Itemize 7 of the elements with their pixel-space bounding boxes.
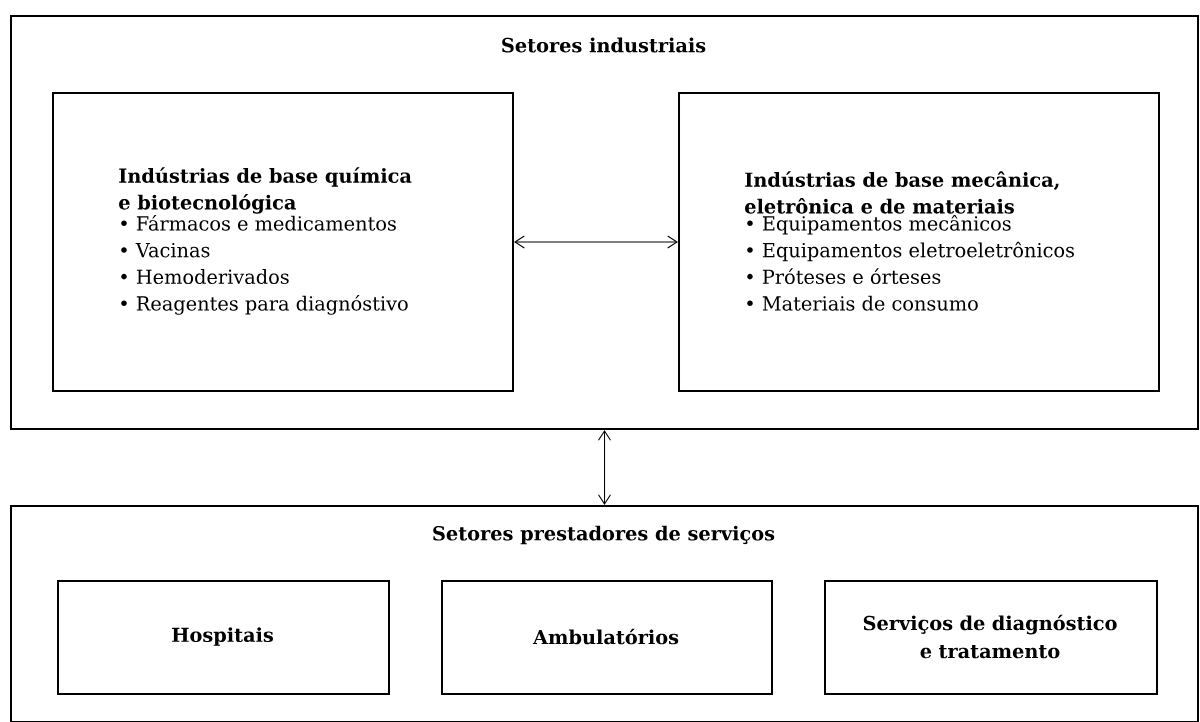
service-box: Ambulatórios	[441, 580, 773, 695]
category-box: Indústrias de base química e biotecnológica • Fármacos e medicamentos • Vacinas • Hemoderivados • Reagentes para diagnóstivo	[52, 92, 514, 392]
arrow	[597, 430, 612, 505]
service-box: Hospitais	[57, 580, 390, 695]
category-box: Indústrias de base mecânica, eletrônica e de materiais • Equipamentos mecânicos • Equipamentos eletroeletrônicos • Próteses e órteses • Materiais de consumo	[678, 92, 1160, 392]
arrow	[514, 235, 678, 249]
service-box: Serviços de diagnóstico e tratamento	[824, 580, 1158, 695]
